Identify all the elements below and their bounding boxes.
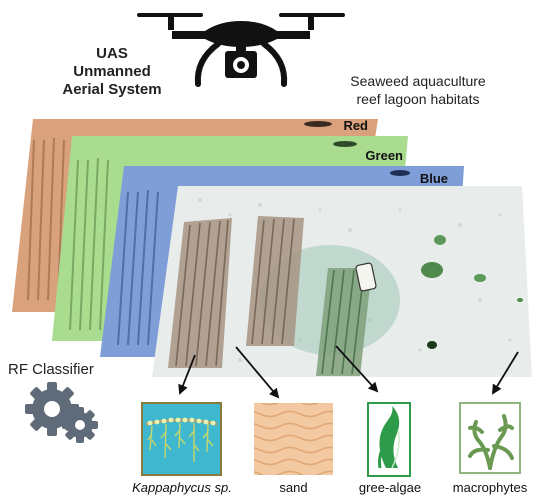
- uas-label-line3: Aerial System: [62, 81, 162, 98]
- rgb-aerial-image: [152, 186, 532, 377]
- gear-icon: [25, 382, 98, 443]
- arrows: [178, 345, 519, 399]
- kappaphycus-tile: [141, 402, 222, 476]
- sand-label: sand: [279, 480, 308, 495]
- red-band-label: Red: [343, 118, 368, 133]
- habitat-label-line2: reef lagoon habitats: [356, 91, 480, 107]
- rf-classifier-label: RF Classifier: [8, 361, 94, 378]
- macrophytes-tile: [459, 402, 521, 474]
- drone-icon: [137, 13, 345, 87]
- kappaphycus-label: Kappaphycus sp.: [132, 480, 232, 495]
- macrophytes-label: macrophytes: [452, 480, 528, 495]
- uas-label: UAS Unmanned Aerial System: [52, 45, 172, 99]
- habitat-label-line1: Seaweed aquaculture: [350, 73, 486, 89]
- uas-label-line1: UAS: [96, 45, 128, 62]
- green-algae-tile: [367, 402, 411, 477]
- camera-icon: [225, 51, 257, 78]
- sand-tile: [254, 403, 333, 475]
- blue-band-label: Blue: [420, 171, 448, 186]
- habitat-label: Seaweed aquaculture reef lagoon habitats: [318, 72, 518, 108]
- green-algae-label: gree-algae: [358, 480, 422, 495]
- uas-label-line2: Unmanned: [73, 63, 151, 80]
- green-band-label: Green: [365, 148, 403, 163]
